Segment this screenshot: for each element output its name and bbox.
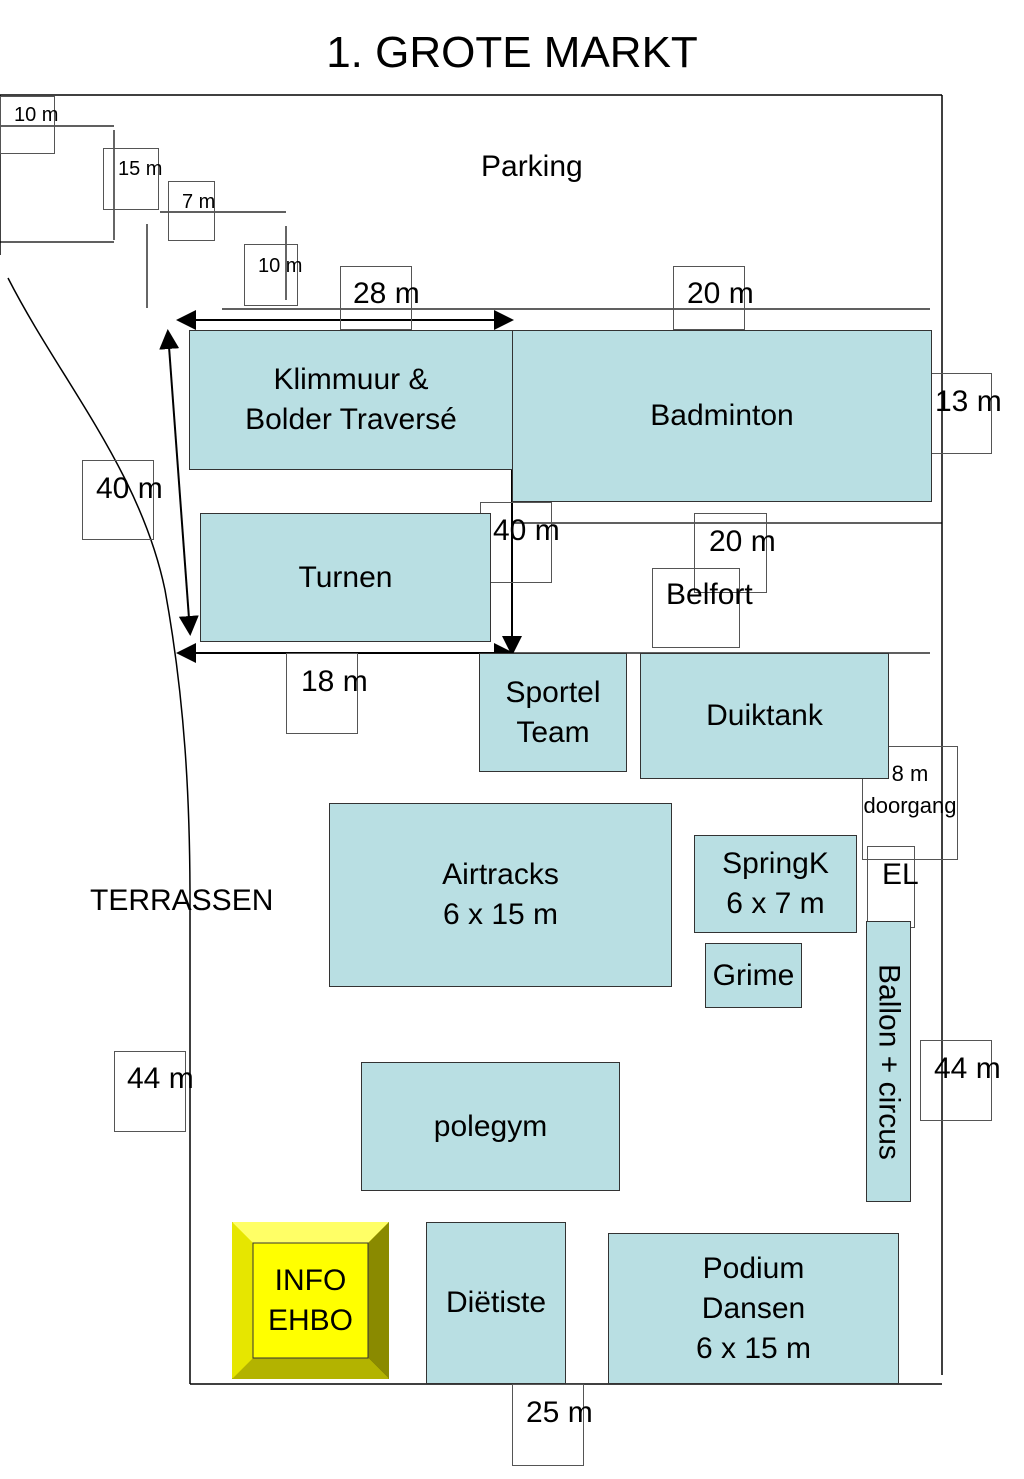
ballon-circus-label: Ballon + circus (872, 963, 906, 1160)
zone-ballon-circus: Ballon + circus (866, 921, 911, 1202)
frame-15m (103, 148, 159, 210)
dim-20m-a: 20 m (687, 277, 754, 310)
dim-44m-a: 44 m (127, 1062, 194, 1095)
dim-25m: 25 m (526, 1396, 593, 1429)
zone-grime: Grime (705, 943, 802, 1008)
frame-40m-a (82, 460, 154, 540)
zone-springk: SpringK 6 x 7 m (694, 835, 857, 933)
frame-10m-b (244, 244, 298, 306)
dim-44m-b: 44 m (934, 1052, 1001, 1085)
dim-13m: 13 m (935, 385, 1002, 418)
belfort-label: Belfort (666, 578, 753, 611)
parking-label: Parking (481, 150, 583, 183)
frame-20m-b (694, 513, 767, 593)
zone-info-ehbo: INFO EHBO (232, 1222, 389, 1379)
frame-28m (340, 266, 412, 330)
zone-badminton: Badminton (512, 330, 932, 502)
dim-7m: 7 m (182, 191, 216, 213)
page-title: 1. GROTE MARKT (326, 28, 698, 77)
frame-44m-a (114, 1051, 186, 1132)
zone-podium-dansen: Podium Dansen 6 x 15 m (608, 1233, 899, 1384)
zone-polegym: polegym (361, 1062, 620, 1191)
terrassen-label: TERRASSEN (90, 884, 274, 917)
el-label: EL (882, 858, 919, 891)
dim-10m-a: 10 m (14, 104, 59, 126)
info-bevel-icon (232, 1222, 389, 1379)
frame-25m (512, 1384, 584, 1466)
dim-40m-a: 40 m (96, 472, 163, 505)
dim-28m: 28 m (353, 277, 420, 310)
zone-klimmuur: Klimmuur & Bolder Traversé (189, 330, 513, 470)
dim-18m: 18 m (301, 665, 368, 698)
frame-belfort (652, 568, 740, 648)
zone-duiktank: Duiktank (640, 653, 889, 779)
dim-8m-doorgang: 8 m doorgang (863, 761, 957, 818)
zone-airtracks: Airtracks 6 x 15 m (329, 803, 672, 987)
frame-20m-a (673, 266, 745, 330)
info-ehbo-label: INFO EHBO (267, 1263, 354, 1337)
dim-15m: 15 m (118, 158, 163, 180)
frame-18m (286, 653, 358, 734)
dim-10m-b: 10 m (258, 255, 303, 277)
frame-8m (862, 746, 958, 860)
frame-10m-a (0, 96, 55, 154)
zone-sportel-team: Sportel Team (479, 653, 627, 772)
zone-dietiste: Diëtiste (426, 1222, 566, 1384)
dim-40m-b: 40 m (493, 514, 560, 547)
zone-turnen: Turnen (200, 513, 491, 642)
frame-44m-b (920, 1040, 992, 1121)
frame-7m (168, 181, 215, 241)
dim-20m-b: 20 m (709, 525, 776, 558)
